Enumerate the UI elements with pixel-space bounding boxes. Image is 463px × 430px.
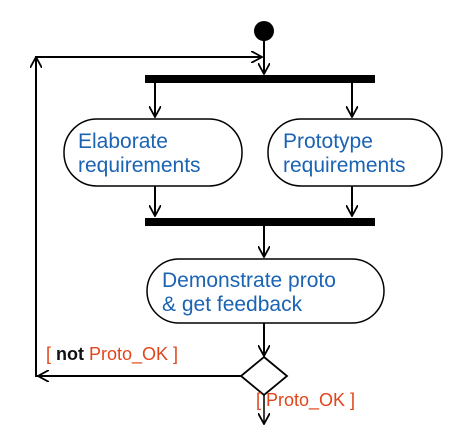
guard-not-open: [ bbox=[46, 344, 56, 364]
action-demonstrate-proto: Demonstrate proto & get feedback bbox=[146, 258, 385, 324]
edge-loop-not-ok bbox=[35, 56, 255, 377]
guard-not-proto-ok: [ not Proto_OK ] bbox=[46, 344, 178, 365]
guard-not-keyword: not bbox=[56, 344, 84, 364]
action-elaborate-requirements: Elaborate requirements bbox=[63, 118, 243, 187]
initial-node bbox=[254, 21, 274, 41]
elaborate-line2: requirements bbox=[78, 154, 201, 177]
action-prototype-requirements: Prototype requirements bbox=[267, 118, 443, 187]
fork-bar bbox=[145, 75, 375, 83]
join-bar bbox=[145, 218, 375, 226]
prototype-line2: requirements bbox=[283, 154, 406, 177]
guard-proto-ok: [ Proto_OK ] bbox=[256, 390, 355, 411]
prototype-line1: Prototype bbox=[283, 130, 373, 153]
elaborate-line1: Elaborate bbox=[78, 130, 168, 153]
demonstrate-line1: Demonstrate proto bbox=[162, 269, 336, 292]
demonstrate-line2: & get feedback bbox=[162, 293, 303, 316]
guard-not-text: Proto_OK ] bbox=[84, 344, 178, 365]
